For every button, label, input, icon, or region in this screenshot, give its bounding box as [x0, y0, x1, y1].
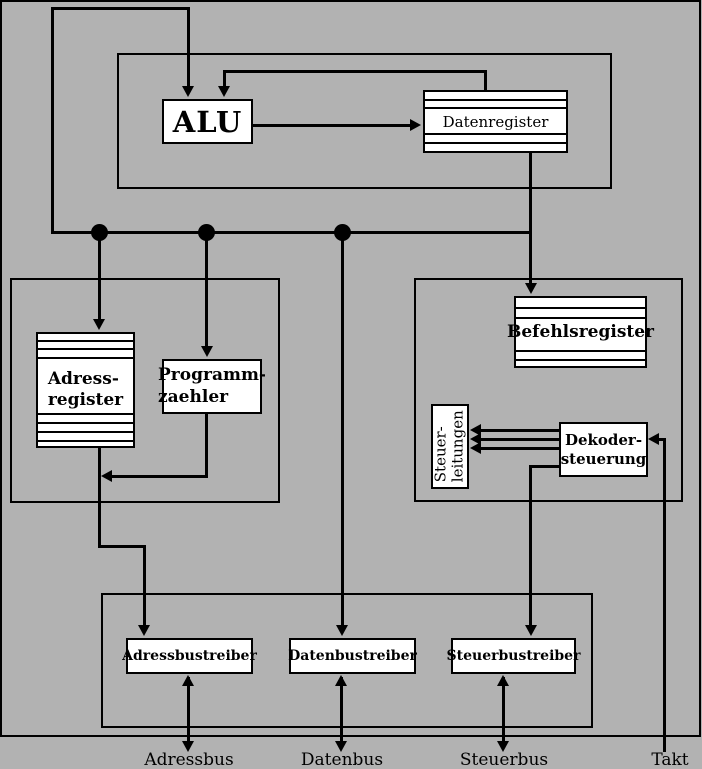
address-register-label-line1: Adress-: [47, 368, 119, 389]
takt-label: Takt: [651, 750, 689, 769]
arrowhead-steuerbus-up: [497, 675, 509, 686]
arrowhead-alu-input1: [182, 86, 194, 97]
register-stripe: [516, 359, 645, 361]
adressbus-stub: [187, 677, 190, 743]
register-stripe: [516, 317, 645, 319]
data-register-label: Datenregister: [442, 112, 549, 131]
address-bus-driver-label: Adressbustreiber: [122, 648, 257, 664]
register-section-box: [10, 278, 280, 503]
arrowhead-datenbus-up: [335, 675, 347, 686]
control-bus-driver-label: Steuerbustreiber: [446, 648, 581, 664]
bus-junction-dot-2: [198, 224, 215, 241]
wire-adressregister-down: [98, 448, 101, 548]
data-bus-driver-label: Datenbustreiber: [288, 648, 417, 664]
register-stripe: [38, 440, 133, 442]
address-bus-driver-box: Adressbustreiber: [122, 638, 257, 674]
instruction-register-label: Befehlsregister: [507, 322, 655, 342]
arrowhead-control-line-1: [470, 424, 481, 436]
control-section-box: [414, 278, 683, 502]
arrowhead-programmzaehler-input: [201, 346, 213, 357]
bus-junction-dot-1: [91, 224, 108, 241]
wire-bus-to-adressregister: [98, 233, 101, 323]
arrowhead-alu-input2: [218, 86, 230, 97]
alu-section-box: [117, 53, 612, 189]
register-stripe: [38, 340, 133, 342]
wire-bus-to-alu-horizontal: [51, 7, 190, 10]
arrowhead-befehlsregister-input: [525, 283, 537, 294]
wire-datenregister-feedback-horizontal: [223, 70, 487, 73]
wire-alu-to-datenregister: [253, 124, 412, 127]
control-line-3: [478, 447, 560, 450]
control-lines-label: Steuer- leitungen: [431, 410, 468, 483]
bus-junction-dot-3: [334, 224, 351, 241]
arrowhead-control-line-3: [470, 442, 481, 454]
steuerbus-label: Steuerbus: [459, 750, 549, 769]
data-register-box: Datenregister: [423, 90, 568, 153]
wire-bus-to-alu-vertical: [51, 7, 54, 234]
wire-programmzaehler-down: [205, 414, 208, 478]
wire-bus-to-datenbustreiber: [341, 233, 344, 628]
address-register-label-line2: register: [47, 390, 124, 410]
takt-line-vertical: [663, 439, 666, 752]
decoder-control-label-line2: steuerung: [560, 449, 647, 468]
decoder-control-label-line1: Dekoder-: [564, 430, 643, 449]
program-counter-box: Programm- zaehler: [158, 359, 266, 414]
data-bus-driver-box: Datenbustreiber: [288, 638, 417, 674]
wire-dekoder-out-horizontal: [531, 465, 561, 468]
arrowhead-adressbus-up: [182, 675, 194, 686]
internal-bus-line: [52, 231, 531, 234]
arrowhead-dekoder-takt-input: [648, 433, 659, 445]
register-stripe: [38, 422, 133, 424]
register-stripe: [38, 348, 133, 350]
adressbus-label: Adressbus: [144, 750, 234, 769]
wire-to-adressbustreiber: [143, 545, 146, 628]
control-bus-driver-box: Steuerbustreiber: [447, 638, 580, 674]
datenbus-label: Datenbus: [300, 750, 384, 769]
arrowhead-adressregister-input: [93, 319, 105, 330]
decoder-control-box: Dekoder- steuerung: [559, 422, 648, 477]
bus-driver-section-box: [101, 593, 593, 728]
control-lines-label-line2: leitungen: [449, 410, 467, 483]
arrowhead-steuerbustreiber-input: [525, 625, 537, 636]
wire-bus-to-programmzaehler: [205, 233, 208, 350]
wire-adressregister-jog: [98, 545, 146, 548]
wire-datenregister-feedback-drop: [223, 70, 226, 89]
alu-label: ALU: [172, 104, 243, 139]
register-stripe: [38, 431, 133, 433]
register-stripe: [425, 133, 566, 135]
arrowhead-programmzaehler-join: [101, 470, 112, 482]
register-stripe: [516, 307, 645, 309]
arrowhead-steuerbus-down: [497, 741, 509, 752]
arrowhead-datenbustreiber-input: [336, 625, 348, 636]
register-stripe: [516, 350, 645, 352]
steuerbus-stub: [502, 677, 505, 743]
cpu-outer-boundary: [0, 0, 701, 737]
arrowhead-adressbus-down: [182, 741, 194, 752]
control-lines-box: Steuer- leitungen: [431, 404, 469, 489]
arrowhead-datenregister-input: [410, 119, 421, 131]
program-counter-label-line1: Programm-: [158, 365, 266, 386]
control-lines-label-line1: Steuer-: [431, 426, 450, 483]
alu-box: ALU: [162, 99, 253, 144]
register-stripe: [38, 413, 133, 415]
register-stripe: [425, 99, 566, 101]
datenbus-stub: [340, 677, 343, 743]
control-line-2: [478, 438, 560, 441]
arrowhead-datenbus-down: [335, 741, 347, 752]
register-stripe: [425, 107, 566, 109]
wire-programmzaehler-left: [110, 475, 208, 478]
wire-datenregister-feedback-up: [484, 70, 487, 91]
instruction-register-box: Befehlsregister: [507, 296, 654, 368]
takt-line-horizontal: [658, 438, 666, 441]
address-register-box: Adress- register: [36, 332, 135, 448]
arrowhead-control-line-2: [470, 433, 481, 445]
wire-bus-to-alu-drop: [187, 7, 190, 89]
arrowhead-adressbustreiber-input: [138, 625, 150, 636]
control-line-1: [478, 429, 560, 432]
wire-datenregister-to-befehlsregister: [529, 153, 532, 284]
register-stripe: [38, 357, 133, 359]
program-counter-label-line2: zaehler: [158, 386, 229, 407]
wire-dekoder-to-steuerbustreiber: [529, 465, 532, 628]
register-stripe: [425, 142, 566, 144]
